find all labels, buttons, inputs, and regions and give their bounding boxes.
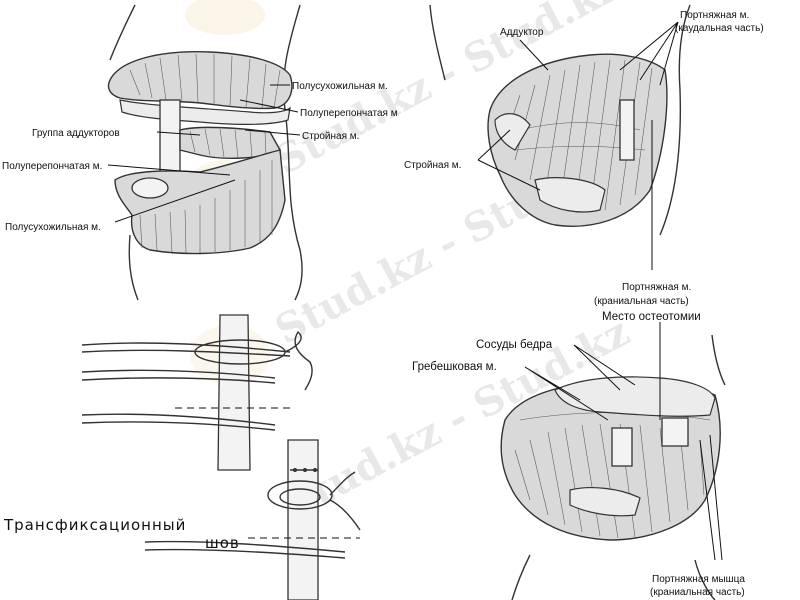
vessel-upper: [217, 314, 251, 471]
vessel-lower: [287, 439, 319, 600]
upper-muscle-flap: [107, 51, 293, 110]
label-sartorius-cranial: Портняжная м.: [622, 282, 691, 293]
forceps-upper: [81, 330, 313, 431]
stump-muscle-mass: [487, 53, 668, 227]
label-sartorius-cranial-part: (краниальная часть): [594, 296, 689, 307]
label-semitendinosus-bottom: Полусухожильная м.: [5, 222, 101, 233]
skin-outline: [511, 334, 726, 600]
gracilis-flap: [494, 113, 531, 151]
label-adductor: Аддуктор: [500, 27, 544, 38]
skin-outline: [429, 4, 691, 236]
label-semitendinosus-top: Полусухожильная м.: [292, 81, 388, 92]
femoral-vessel-stump: [611, 427, 633, 467]
label-transfixion-suture: шов: [205, 534, 240, 552]
label-transfixion: Трансфиксационный: [3, 516, 186, 534]
sartorius-flap: [534, 177, 606, 213]
label-sartorius-caudal: Портняжная м.: [680, 10, 749, 21]
label-adductors: Группа аддукторов: [32, 128, 120, 139]
label-gracilis: Стройная м.: [302, 131, 359, 142]
upper-flap: [554, 376, 716, 417]
panel-top-left: Полусухожильная м. Полуперепончатая м Ст…: [2, 4, 398, 301]
label-pectineus: Гребешковая м.: [412, 361, 497, 373]
panel-bottom-left: Трансфиксационный шов: [3, 314, 361, 600]
label-gracilis: Стройная м.: [404, 160, 461, 171]
skin-outline: [109, 4, 303, 301]
forceps-lower: [144, 468, 361, 559]
femur-osteotomy: [661, 417, 689, 447]
lower-fibers: [139, 160, 273, 254]
label-osteotomy: Место остеотомии: [602, 311, 701, 323]
sartorius-flap: [569, 487, 641, 517]
upper-fibers: [129, 53, 281, 109]
femur-cut-end: [131, 177, 169, 199]
label-femoral-vessels: Сосуды бедра: [476, 339, 553, 351]
label-sartorius-cranial-part: (краниальная часть): [650, 587, 745, 598]
label-sartorius-caudal-part: (каудальная часть): [675, 23, 764, 34]
adductor-fibers: [189, 128, 267, 159]
lower-muscle-flap: [114, 149, 286, 255]
panel-top-right: Аддуктор Портняжная м. (каудальная часть…: [404, 4, 764, 307]
label-semimembranosus-left: Полуперепончатая м.: [2, 161, 102, 172]
femur-bone: [619, 99, 635, 161]
panel-bottom-right: Место остеотомии Сосуды бедра Гребешкова…: [412, 311, 745, 600]
label-sartorius: Портняжная мышца: [652, 574, 745, 585]
label-semimembranosus-top: Полуперепончатая м: [300, 108, 398, 119]
